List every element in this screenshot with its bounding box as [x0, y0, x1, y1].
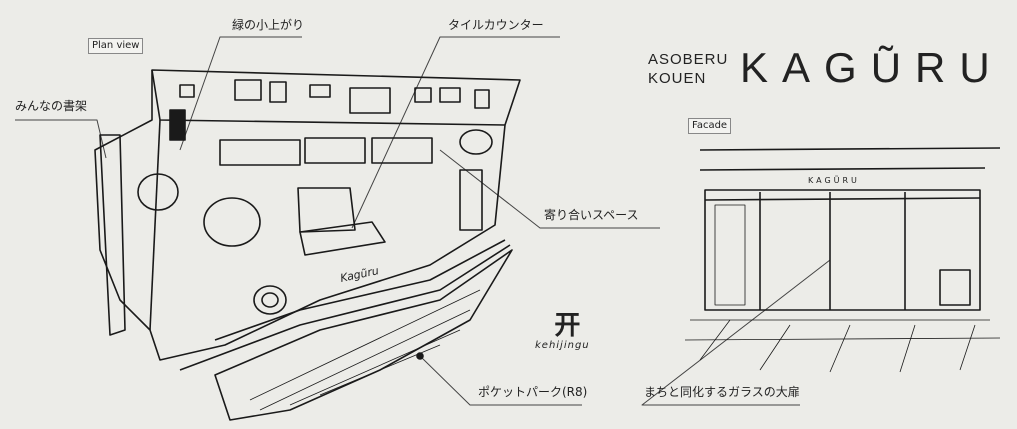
- subtitle-line-2: KOUEN: [648, 70, 707, 87]
- logo-text: kehijingu: [535, 340, 590, 351]
- brand-title: KAGŨRU: [740, 44, 1004, 91]
- facade-drawing: [684, 147, 1001, 373]
- plan-view-drawing: [94, 69, 521, 421]
- subtitle-line-1: ASOBERU: [648, 51, 729, 68]
- label-tile-counter: タイルカウンター: [448, 18, 544, 32]
- facade-tag: Facade: [688, 118, 732, 134]
- label-bookshelf: みんなの書架: [15, 99, 88, 113]
- facade-sign: KAGŨRU: [808, 176, 860, 185]
- label-pocket-park: ポケットパーク(R8): [478, 385, 588, 399]
- label-gathering-space: 寄り合いスペース: [544, 208, 639, 222]
- brand-subtitle: ASOBERU KOUEN: [648, 50, 728, 88]
- leader-lines: [15, 36, 831, 406]
- kehijingu-logo: 开 kehijingu: [535, 311, 590, 351]
- label-glass-door: まちと同化するガラスの大扉: [644, 385, 800, 399]
- torii-icon: 开: [554, 311, 581, 341]
- plan-view-tag: Plan view: [88, 38, 144, 54]
- label-green-platform: 緑の小上がり: [232, 18, 305, 32]
